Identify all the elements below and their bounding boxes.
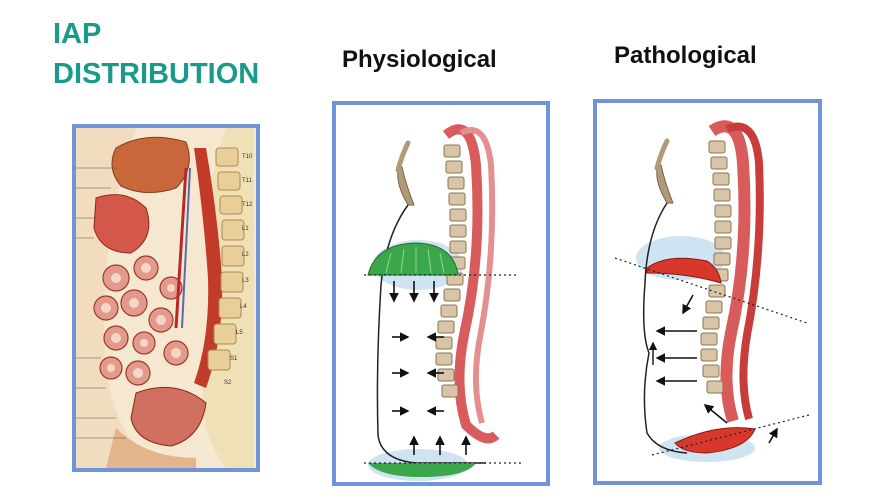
tick-label-l2: L2 — [242, 252, 249, 258]
anatomy-illustration: T10 T11 T12 L1 L2 L3 L4 L5 S1 S2 — [76, 128, 256, 468]
tick-label-l1: L1 — [242, 226, 249, 232]
tick-label-l3: L3 — [242, 278, 249, 284]
physiological-title: Physiological — [342, 46, 497, 73]
physiological-panel — [332, 101, 550, 486]
tick-label-t12: T12 — [242, 202, 253, 208]
tick-label-s2: S2 — [224, 380, 232, 386]
tick-label-t11: T11 — [242, 178, 253, 184]
tick-label-t10: T10 — [242, 154, 253, 160]
tick-label-l4: L4 — [240, 304, 247, 310]
title-line-1: IAP — [53, 18, 102, 50]
tick-label-l5: L5 — [236, 330, 243, 336]
pathological-title: Pathological — [614, 42, 757, 69]
physiological-diagram — [364, 124, 524, 481]
pathological-panel — [593, 99, 822, 485]
title-line-2: DISTRIBUTION — [53, 58, 260, 90]
pathological-diagram — [614, 120, 810, 462]
anatomy-panel: T10 T11 T12 L1 L2 L3 L4 L5 S1 S2 — [72, 124, 260, 472]
tick-label-s1: S1 — [230, 356, 238, 362]
